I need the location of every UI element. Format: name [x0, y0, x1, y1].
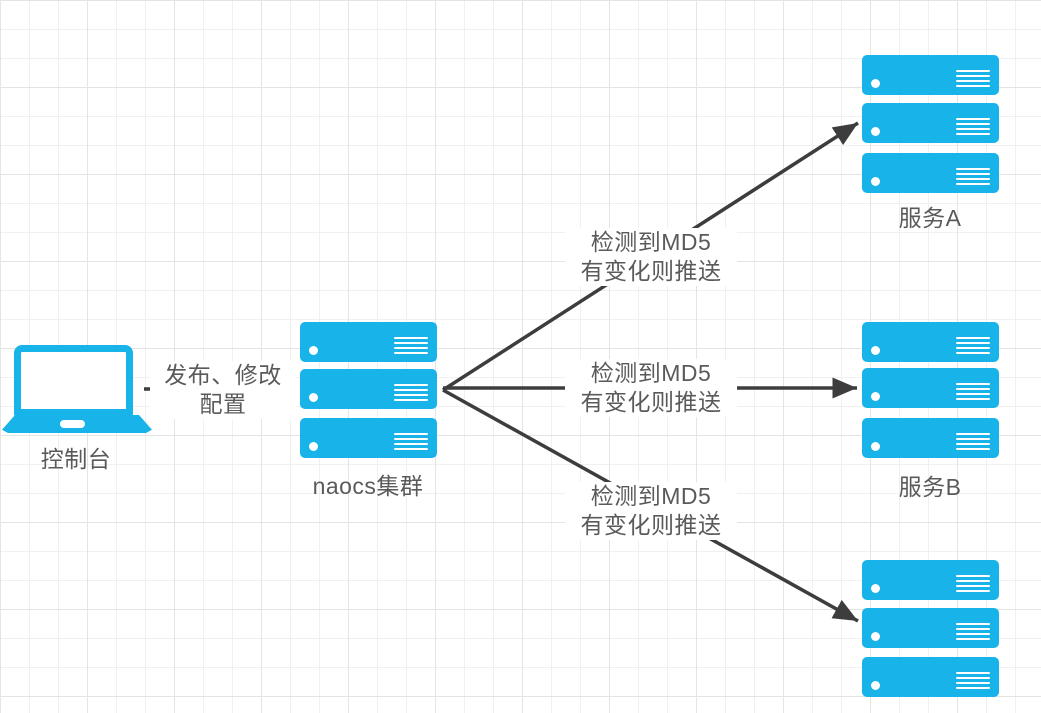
server-icon: [862, 608, 999, 648]
server-led-dot: [309, 393, 318, 402]
server-icon: [862, 153, 999, 193]
server-vent-lines: [956, 572, 990, 592]
server-icon: [862, 560, 999, 600]
server-icon: [862, 55, 999, 95]
service-b-label: 服务B: [898, 474, 962, 500]
laptop-screen: [14, 345, 133, 416]
server-vent-lines: [394, 381, 428, 401]
server-icon: [300, 369, 437, 409]
server-led-dot: [309, 346, 318, 355]
server-icon: [862, 418, 999, 458]
server-vent-lines: [956, 620, 990, 640]
service-a-group: [862, 55, 999, 195]
server-icon: [300, 322, 437, 362]
service-b-group: [862, 322, 999, 462]
server-vent-lines: [956, 165, 990, 185]
server-led-dot: [871, 346, 880, 355]
server-icon: [300, 418, 437, 458]
server-led-dot: [309, 442, 318, 451]
server-vent-lines: [956, 669, 990, 689]
service-c-group: [862, 560, 999, 700]
server-led-dot: [871, 392, 880, 401]
server-vent-lines: [394, 334, 428, 354]
push-top-edge-label: 检测到MD5 有变化则推送: [565, 228, 737, 286]
server-icon: [862, 322, 999, 362]
server-led-dot: [871, 79, 880, 88]
nacos-cluster-group: [300, 322, 437, 462]
server-vent-lines: [956, 67, 990, 87]
server-vent-lines: [956, 430, 990, 450]
service-a-label: 服务A: [898, 205, 962, 231]
server-icon: [862, 103, 999, 143]
server-led-dot: [871, 442, 880, 451]
push-bottom-edge-label: 检测到MD5 有变化则推送: [565, 482, 737, 540]
server-icon: [862, 368, 999, 408]
server-led-dot: [871, 632, 880, 641]
nacos-cluster-label: naocs集群: [312, 473, 424, 499]
laptop-notch: [60, 420, 85, 428]
push-middle-edge-label: 检测到MD5 有变化则推送: [565, 359, 737, 417]
server-vent-lines: [956, 380, 990, 400]
publish-edge-label: 发布、修改 配置: [150, 361, 296, 419]
server-led-dot: [871, 681, 880, 690]
server-icon: [862, 657, 999, 697]
server-vent-lines: [394, 430, 428, 450]
server-led-dot: [871, 584, 880, 593]
server-vent-lines: [956, 334, 990, 354]
console-label: 控制台: [40, 446, 112, 472]
server-led-dot: [871, 127, 880, 136]
server-vent-lines: [956, 115, 990, 135]
server-led-dot: [871, 177, 880, 186]
